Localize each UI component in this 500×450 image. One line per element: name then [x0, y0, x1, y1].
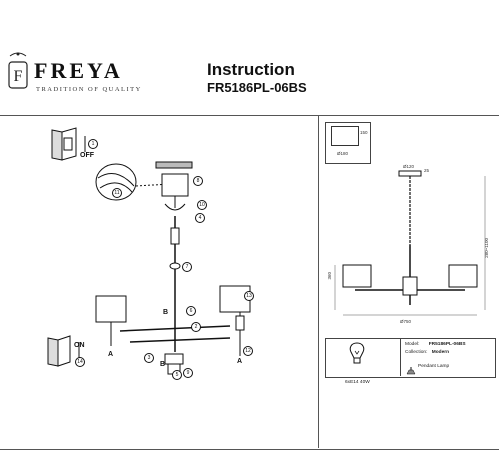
overall-width: Ø750	[400, 319, 412, 324]
info-collection: Collection: Modern	[405, 350, 449, 355]
callout-10: 10	[197, 200, 207, 210]
brand-name: FREYA	[34, 58, 123, 83]
callout-12: 12	[243, 346, 253, 356]
callout-1: 1	[88, 139, 98, 149]
on-label: ON	[74, 342, 85, 349]
info-model-value: FR5186PL-06BS	[428, 342, 466, 347]
page-title: Instruction	[207, 60, 295, 79]
part-label-a-left: A	[108, 351, 114, 358]
dimension-drawing	[334, 170, 486, 316]
info-divider	[400, 338, 401, 376]
info-model-label: Model:	[405, 342, 420, 347]
shade-height: 150	[360, 130, 368, 135]
bulb-icon	[348, 342, 366, 366]
info-model: Model: FR5186PL-06BS	[405, 342, 466, 347]
callout-9: 9	[183, 368, 193, 378]
assembly-diagram	[47, 127, 251, 375]
brand-tagline: TRADITION OF QUALITY	[36, 86, 142, 93]
info-collection-label: Collection:	[405, 350, 428, 355]
info-collection-value: Modern	[431, 350, 450, 355]
callout-13: 13	[244, 291, 254, 301]
shade-dimension-box	[325, 122, 371, 164]
callout-14: 14	[75, 357, 85, 367]
bulb-spec: 6xE14 40W	[345, 380, 370, 385]
info-box	[325, 338, 496, 378]
canopy-diameter: Ø120	[403, 164, 415, 169]
part-label-b: B	[163, 309, 169, 316]
shade-diameter: Ø180	[337, 151, 349, 156]
off-label: OFF	[80, 152, 94, 159]
callout-6: 6	[186, 306, 196, 316]
svg-text:F: F	[14, 68, 23, 85]
callout-8: 8	[193, 176, 203, 186]
overall-height-range: 280~1100	[484, 238, 489, 258]
callout-2: 2	[191, 322, 201, 332]
callout-3: 3	[144, 353, 154, 363]
callout-11: 11	[112, 188, 122, 198]
freya-logo-icon: F	[6, 50, 30, 96]
pendant-icon	[406, 362, 416, 375]
model-code: FR5186PL-06BS	[207, 80, 307, 95]
body-height: 360	[327, 272, 332, 280]
callout-7: 7	[182, 262, 192, 272]
part-label-b-lower: B	[160, 361, 166, 368]
shade-icon	[331, 126, 359, 146]
callout-4: 4	[195, 213, 205, 223]
divider	[318, 115, 319, 448]
canopy-height: 25	[424, 168, 430, 173]
callout-5: 5	[172, 370, 182, 380]
part-label-a-right: A	[237, 358, 243, 365]
lamp-type: Pendant Lamp	[418, 364, 450, 369]
